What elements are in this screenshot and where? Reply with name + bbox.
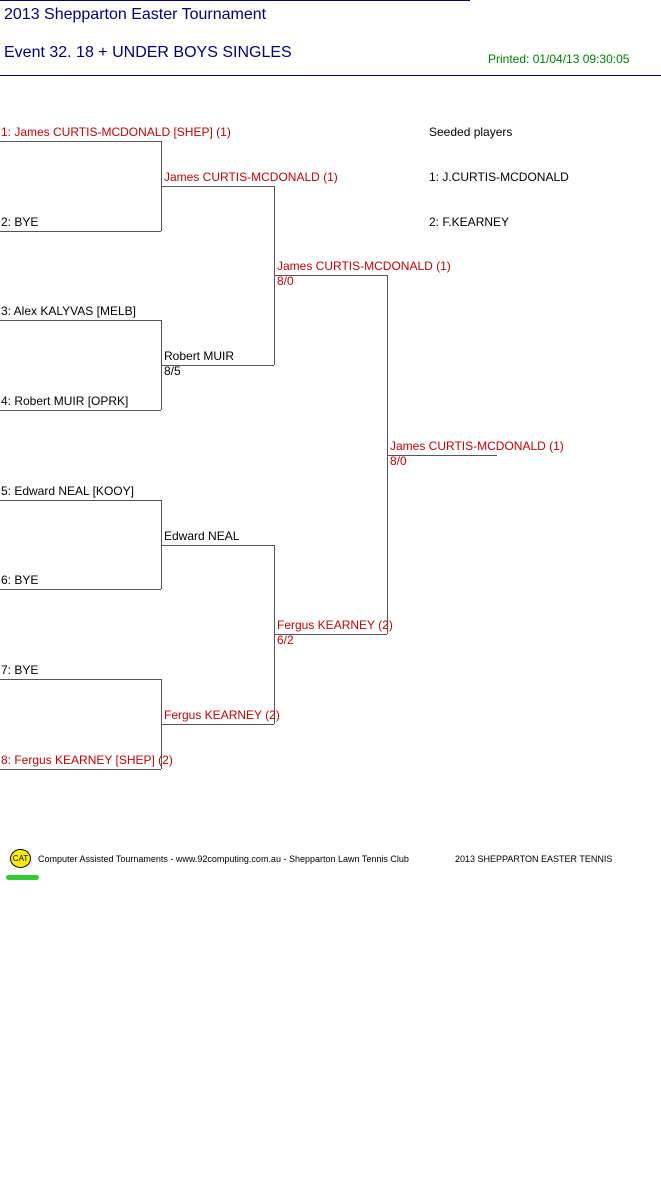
cat-logo-underline	[6, 875, 39, 880]
draw-entry-8: 8: Fergus KEARNEY [SHEP] (2)	[1, 753, 173, 767]
header-bottom-rule	[0, 75, 661, 76]
draw-entry-4: 4: Robert MUIR [OPRK]	[1, 394, 129, 408]
round2-winner-3: Edward NEAL	[164, 529, 240, 543]
header-top-rule	[0, 0, 470, 1]
printed-timestamp: Printed: 01/04/13 09:30:05	[488, 52, 630, 66]
round2-winner-1: James CURTIS-MCDONALD (1)	[164, 170, 338, 184]
semifinal-score-1: 8/0	[277, 274, 294, 288]
semifinal-winner-1: James CURTIS-MCDONALD (1)	[277, 259, 451, 273]
final-score: 8/0	[390, 454, 407, 468]
footer-credit: Computer Assisted Tournaments - www.92co…	[38, 854, 409, 864]
seeded-player-2: 2: F.KEARNEY	[429, 215, 510, 229]
round2-winner-2: Robert MUIR	[164, 349, 235, 363]
cat-logo: CAT	[10, 849, 31, 868]
draw-entry-6: 6: BYE	[1, 573, 39, 587]
seeded-player-1: 1: J.CURTIS-MCDONALD	[429, 170, 569, 184]
semifinal-winner-2: Fergus KEARNEY (2)	[277, 618, 393, 632]
draw-entry-5: 5: Edward NEAL [KOOY]	[1, 484, 134, 498]
event-title: Event 32. 18 + UNDER BOYS SINGLES	[4, 44, 292, 61]
final-winner: James CURTIS-MCDONALD (1)	[390, 439, 564, 453]
draw-entry-7: 7: BYE	[1, 663, 39, 677]
semifinal-score-2: 6/2	[277, 633, 294, 647]
seeded-players-heading: Seeded players	[429, 125, 513, 139]
draw-entry-2: 2: BYE	[1, 215, 39, 229]
tournament-title: 2013 Shepparton Easter Tournament	[4, 6, 267, 23]
draw-entry-3: 3: Alex KALYVAS [MELB]	[1, 304, 136, 318]
footer-event-name: 2013 SHEPPARTON EASTER TENNIS	[455, 854, 613, 864]
round2-score-2: 8/5	[164, 364, 181, 378]
round2-winner-4: Fergus KEARNEY (2)	[164, 708, 280, 722]
draw-entry-1: 1: James CURTIS-MCDONALD [SHEP] (1)	[1, 125, 231, 139]
